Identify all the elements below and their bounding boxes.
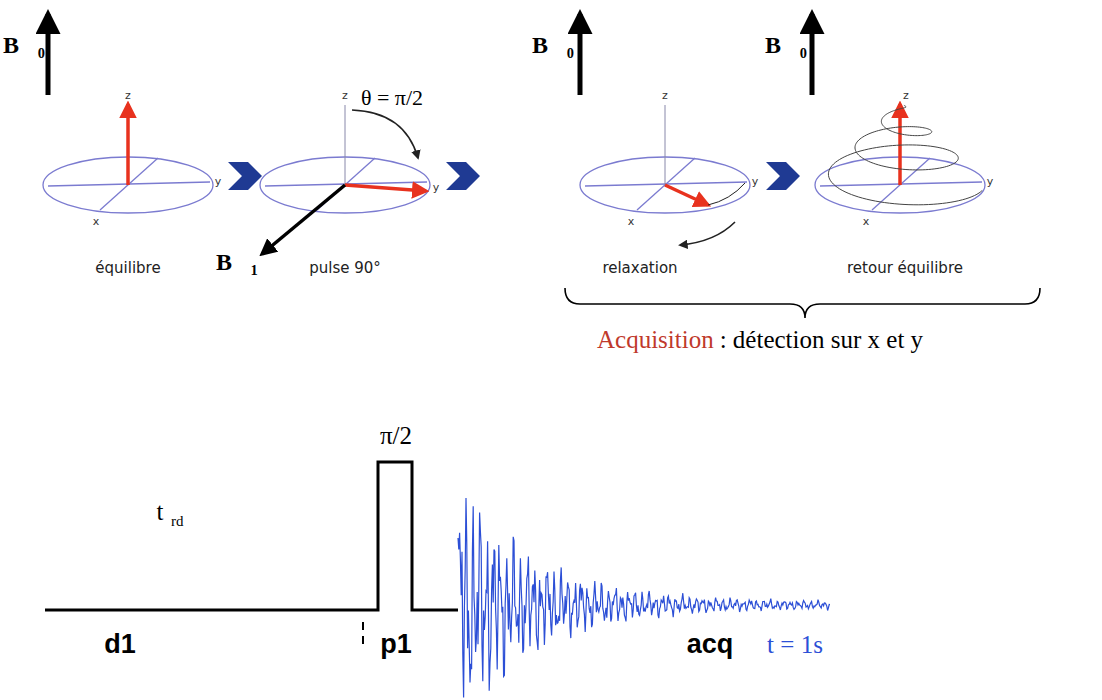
label: p1 — [380, 630, 412, 660]
spiral — [828, 105, 982, 205]
label: z — [903, 90, 909, 102]
separator — [362, 622, 364, 644]
label: x — [93, 216, 100, 228]
label: y — [215, 176, 222, 188]
brace — [565, 288, 1040, 318]
label: z — [662, 90, 668, 102]
label: B⃗₁ — [216, 249, 258, 275]
label: x — [863, 216, 870, 228]
label: d1 — [104, 630, 136, 660]
label: relaxation — [602, 260, 677, 277]
b0-arrow — [48, 14, 812, 95]
step-arrow — [228, 162, 800, 190]
frame — [43, 157, 985, 213]
label: Acquisition — [597, 326, 714, 354]
precession-arrow — [680, 222, 735, 245]
label: pulse 90° — [309, 260, 381, 277]
label: B⃗₀ — [3, 32, 45, 58]
trace — [708, 183, 745, 205]
label: t = 1s — [767, 631, 823, 659]
label: x — [628, 216, 635, 228]
label: équilibre — [95, 260, 160, 277]
flip-arrow — [352, 110, 418, 158]
label: t — [157, 498, 164, 526]
label: : détection sur x et y — [720, 326, 923, 354]
label: rd — [171, 513, 184, 530]
label: B⃗₀ — [532, 32, 574, 58]
fid-signal — [458, 498, 830, 698]
label: θ = π/2 — [361, 86, 423, 110]
label: π/2 — [380, 422, 412, 450]
label: y — [987, 176, 994, 188]
label: y — [433, 182, 440, 194]
label: z — [125, 90, 131, 102]
label: acq — [687, 630, 734, 660]
pulse-sequence — [45, 462, 458, 610]
label: B⃗₀ — [765, 32, 807, 58]
magnetization — [128, 104, 900, 205]
label: z — [342, 90, 348, 102]
label: y — [752, 176, 759, 188]
label: retour équilibre — [847, 260, 963, 277]
b1-arrow — [262, 185, 345, 254]
